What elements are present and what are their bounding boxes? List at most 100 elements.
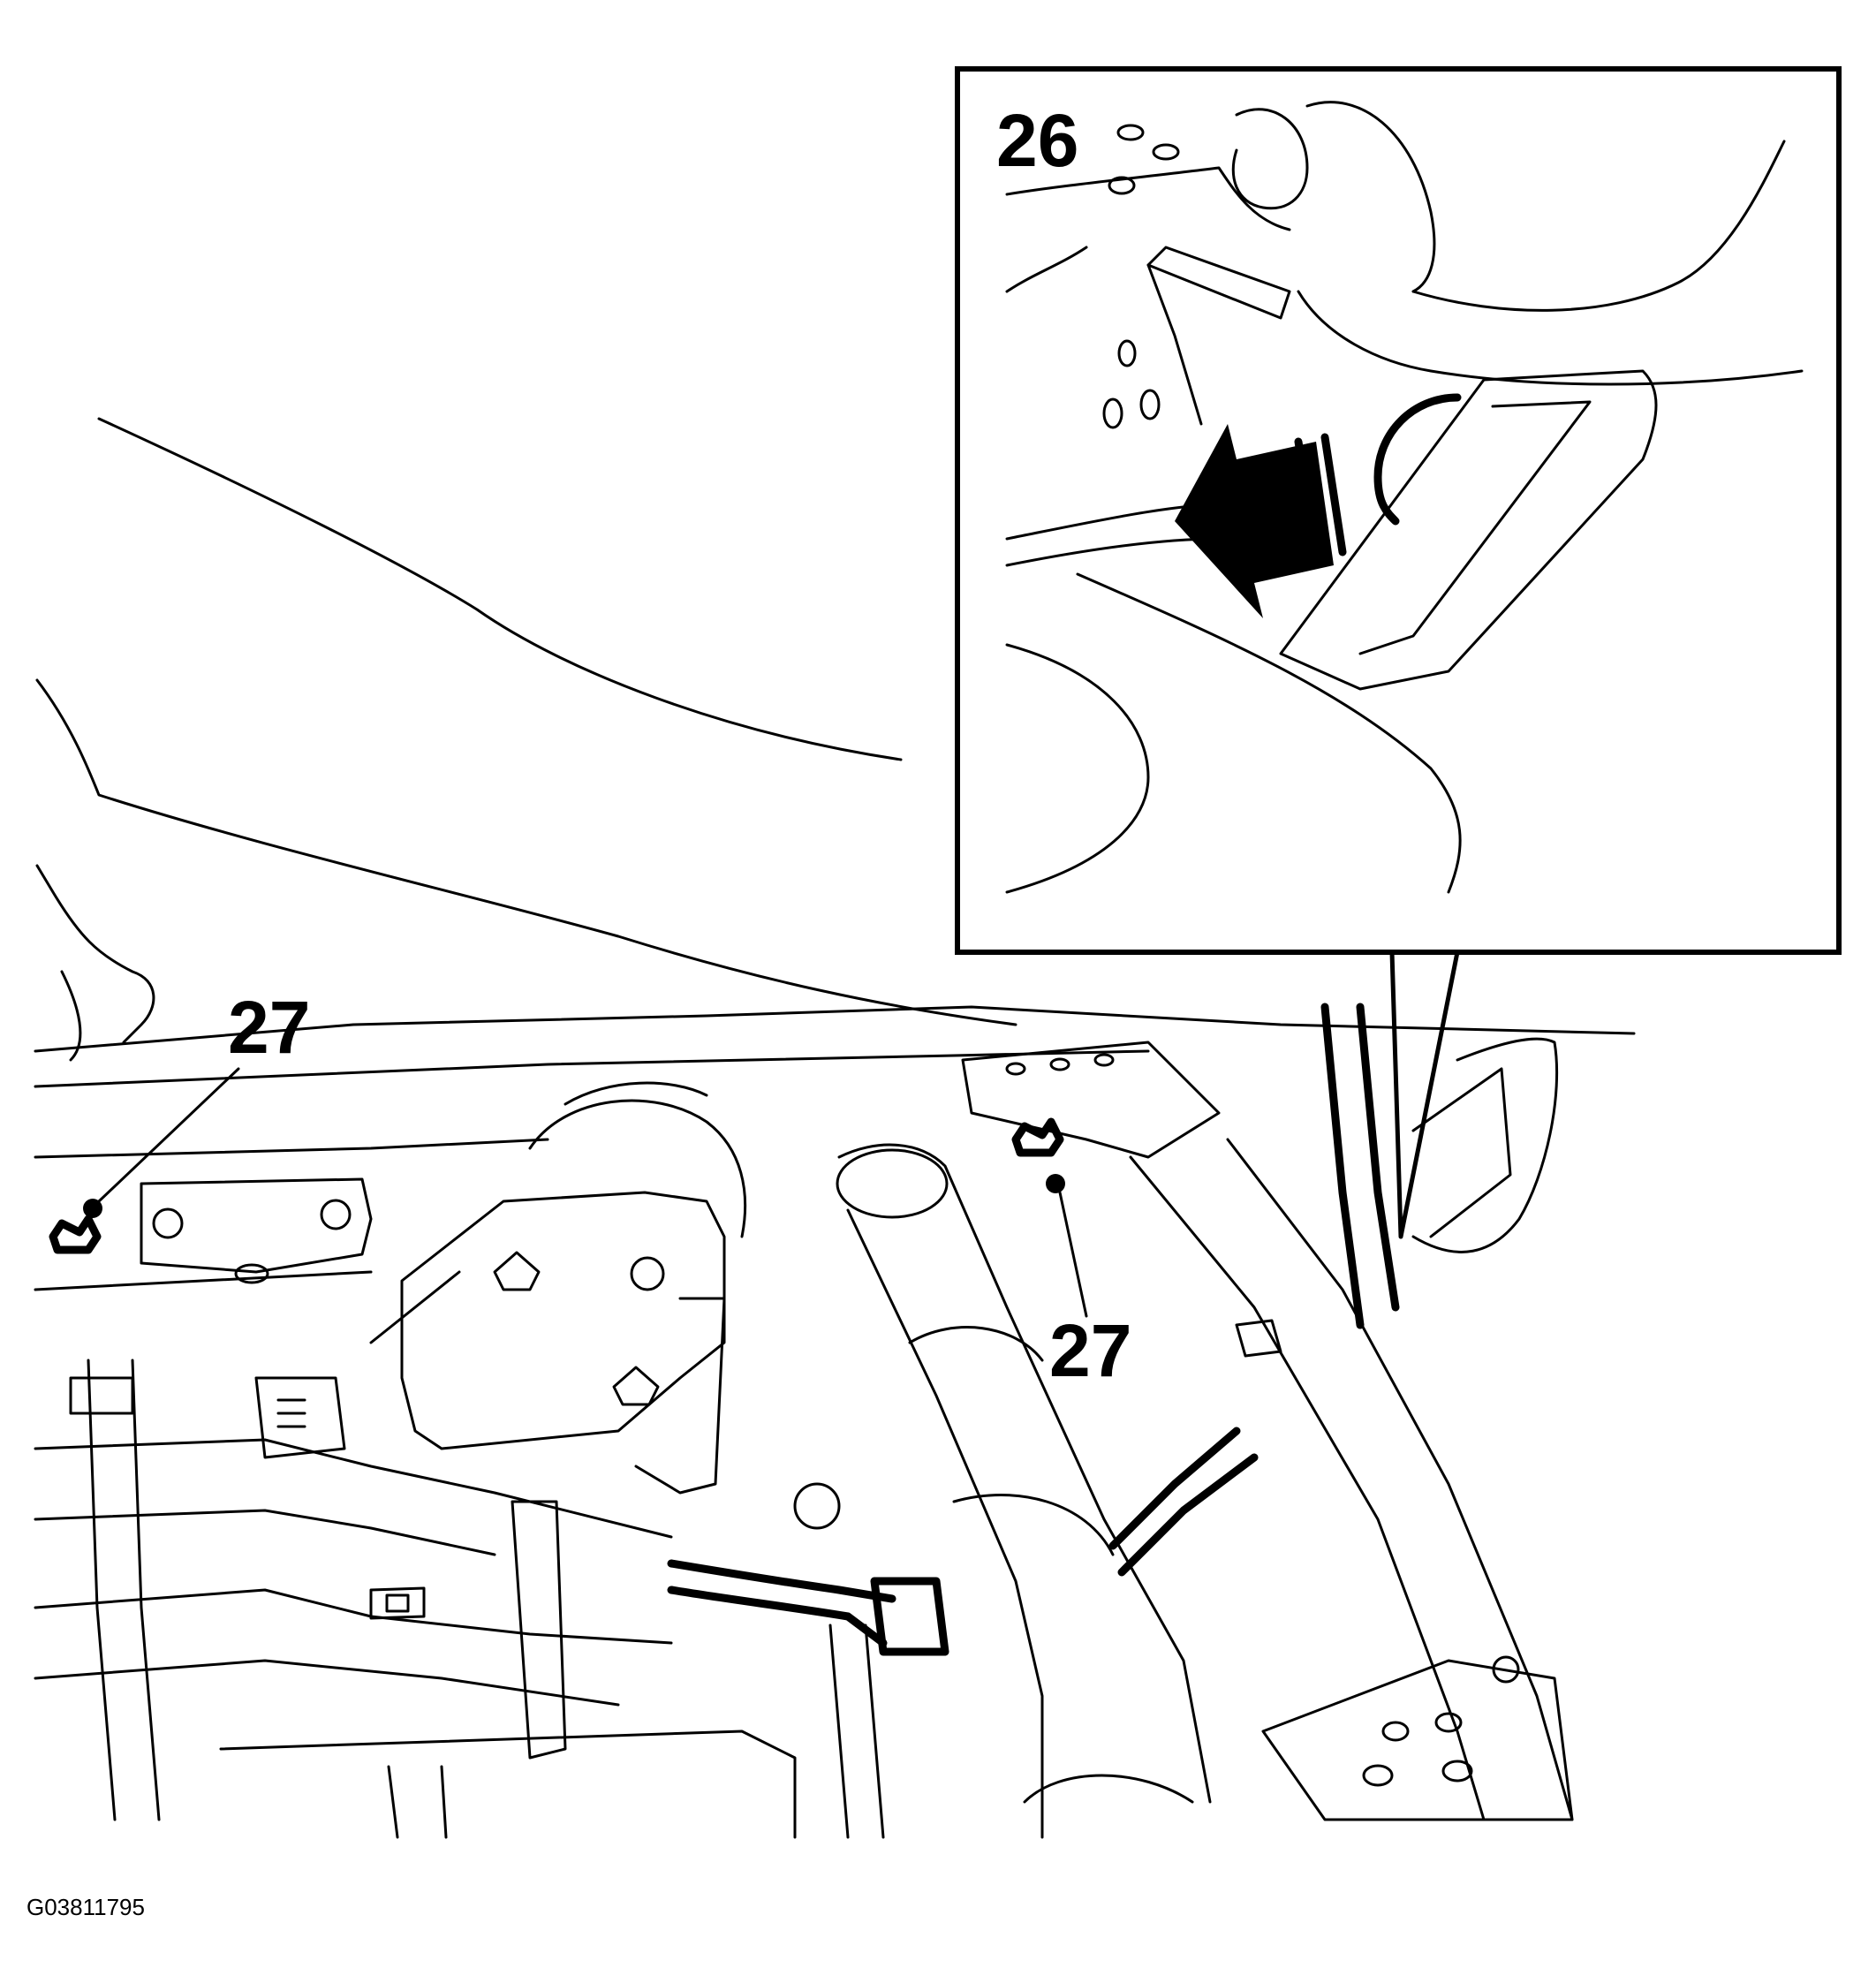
lower-cable-3: [34, 1588, 673, 1645]
detail-frame: [955, 66, 1842, 955]
motor-housing-dome: [564, 1081, 708, 1106]
left-leader-line: [97, 1067, 240, 1203]
inset-trim-inner: [1358, 400, 1592, 655]
column-tube-end: [836, 1148, 949, 1219]
inset-hand-finger-2: [1411, 140, 1786, 312]
inset-hand-thumb: [1231, 108, 1309, 210]
right-callout-label: 27: [1049, 1309, 1131, 1392]
lower-cable-2: [34, 1509, 496, 1556]
motor-nut-upper: [630, 1256, 665, 1291]
rail-hole-1: [1005, 1062, 1026, 1076]
wire-harness-lower: [667, 1559, 896, 1603]
dash-front-edge: [34, 1005, 1636, 1053]
inset-hand-edge: [1297, 290, 1804, 386]
right-trim-outer: [1411, 1037, 1559, 1253]
plate-hole-3: [1362, 1764, 1394, 1787]
detail-pointer: [1389, 950, 1460, 1239]
motor-clip-lower: [612, 1366, 660, 1406]
inset-trim-piece: [1279, 369, 1658, 691]
right-clip: [1011, 1117, 1064, 1157]
right-trim-inner: [1411, 1067, 1512, 1238]
dash-upper-contour: [35, 678, 1017, 1026]
inset-lower-rail-2: [1005, 537, 1221, 567]
right-rail-inner: [1129, 1155, 1486, 1821]
cable-clip-left: [69, 1376, 134, 1415]
rail-hole-2: [1049, 1057, 1070, 1071]
inset-hand-finger: [1305, 101, 1436, 293]
right-floor-plate: [1261, 1659, 1574, 1821]
harness-connector: [870, 1577, 949, 1656]
lower-cable-4: [34, 1659, 620, 1707]
vertical-cable-tie-2: [131, 1359, 161, 1821]
wire-harness-upper: [1320, 1003, 1365, 1329]
wire-harness-cross-2: [1117, 1453, 1259, 1577]
bottom-center-bar: [828, 1624, 885, 1839]
motor-housing-fold: [369, 1270, 461, 1344]
vertical-cable-tie: [87, 1359, 117, 1821]
wire-harness-upper-2: [1356, 1003, 1400, 1312]
plate-bolt: [1492, 1655, 1520, 1684]
motor-housing-top-curve: [528, 1099, 747, 1238]
left-bracket-slot: [234, 1263, 269, 1284]
left-clip: [49, 1215, 102, 1254]
plate-hole-1: [1381, 1721, 1410, 1742]
tie-wrap: [511, 1500, 567, 1760]
arrow-tail-bar-1: [1294, 437, 1320, 561]
detail-inset: [955, 66, 1842, 1239]
wire-harness-cross: [1108, 1427, 1241, 1550]
small-connector: [369, 1586, 426, 1620]
small-connector-latch: [385, 1593, 410, 1613]
left-trim-inner: [60, 970, 82, 1062]
inset-lower-rail: [1005, 502, 1238, 541]
crossmember-lower: [34, 1138, 549, 1159]
lower-cable-1: [34, 1438, 673, 1539]
inset-hole-2: [1152, 143, 1180, 161]
wire-harness-lower-2: [667, 1586, 888, 1647]
left-callout-label: 27: [228, 986, 310, 1069]
dash-top-line: [97, 417, 903, 761]
inset-hole-3: [1108, 176, 1136, 195]
right-rail-outer: [1226, 1138, 1574, 1821]
motor-housing: [400, 1191, 726, 1450]
column-collar-2: [952, 1494, 1115, 1556]
spring-coil: [276, 1398, 306, 1428]
inset-panel-curve: [1005, 246, 1088, 293]
harness-u-bend: [634, 1297, 726, 1495]
inset-bracket: [1146, 246, 1291, 320]
main-view: [34, 417, 1636, 1839]
inset-hole-6: [1139, 389, 1161, 420]
rail-slot: [1235, 1319, 1282, 1358]
left-trim-edge: [35, 864, 155, 1044]
right-leader-line: [1058, 1191, 1088, 1318]
rail-hole-3: [1093, 1053, 1115, 1067]
spring-connector: [254, 1376, 346, 1459]
bottom-frame: [219, 1730, 797, 1839]
bottom-frame-inner: [387, 1765, 448, 1839]
inset-bracket-side: [1146, 263, 1203, 426]
crossmember-upper: [34, 1049, 1150, 1088]
detail-callout-label: 26: [996, 99, 1078, 182]
column-tube-bottom-edge: [846, 1208, 1044, 1839]
column-collar-1: [908, 1326, 1044, 1362]
column-base: [1023, 1774, 1194, 1804]
plate-hole-4: [1441, 1760, 1473, 1783]
inset-panel-upper: [1005, 166, 1291, 231]
removal-arrow: [1175, 424, 1334, 618]
lower-nut: [793, 1482, 841, 1530]
column-tube-top-edge: [837, 1143, 1212, 1804]
inset-hole-5: [1102, 397, 1123, 429]
left-clip-marker: [83, 1199, 102, 1218]
right-rail-top-plate: [961, 1041, 1221, 1159]
crossmember-underside: [34, 1270, 373, 1291]
left-bracket-nut-1: [152, 1207, 184, 1239]
right-clip-marker: [1046, 1174, 1065, 1193]
figure-id: G03811795: [26, 1894, 145, 1920]
motor-clip-upper: [493, 1251, 541, 1291]
left-bracket: [140, 1177, 373, 1274]
inset-clip-curve: [1373, 393, 1462, 526]
plate-hole-2: [1434, 1712, 1463, 1733]
left-bracket-nut-2: [320, 1199, 352, 1230]
arrow-tail-bar-2: [1320, 433, 1347, 556]
inset-sweep: [1076, 572, 1462, 894]
